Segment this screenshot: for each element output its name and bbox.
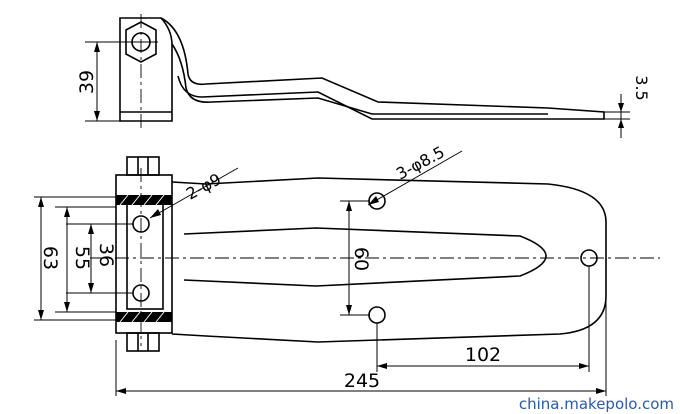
- side-leaf-inner: [171, 43, 548, 115]
- dim-3-5-label: 3.5: [632, 75, 651, 100]
- watermark-text: china.makepolo.com: [519, 395, 674, 413]
- washer-top: [116, 195, 172, 205]
- dim-55-label: 55: [71, 246, 93, 270]
- front-view: 3-φ8.5 2-φ9 36 55 63 60: [34, 142, 660, 396]
- side-leaf-outer: [160, 17, 605, 120]
- bolt-head-top: [126, 156, 160, 176]
- leaf-plate: [171, 177, 607, 343]
- leaf-hole-bottom: [368, 306, 386, 324]
- dim-36-label: 36: [95, 243, 117, 267]
- dim-102-label: 102: [465, 344, 501, 366]
- dim-60-label: 60: [350, 247, 372, 271]
- washer-bottom: [116, 312, 172, 322]
- hole-2-9-label: 2-φ9: [183, 170, 224, 204]
- dim-63-label: 63: [39, 246, 61, 270]
- side-view: 39 3.5: [76, 14, 651, 138]
- knuckle-housing: [115, 174, 173, 334]
- dim-245-label: 245: [344, 370, 380, 392]
- bolt-head-bottom: [126, 332, 160, 352]
- side-knuckle: [119, 17, 173, 122]
- hex-nut: [125, 21, 157, 63]
- hole-3-8-5-label: 3-φ8.5: [393, 142, 448, 183]
- dim-39-label: 39: [76, 70, 98, 94]
- leaf-slot: [183, 227, 547, 287]
